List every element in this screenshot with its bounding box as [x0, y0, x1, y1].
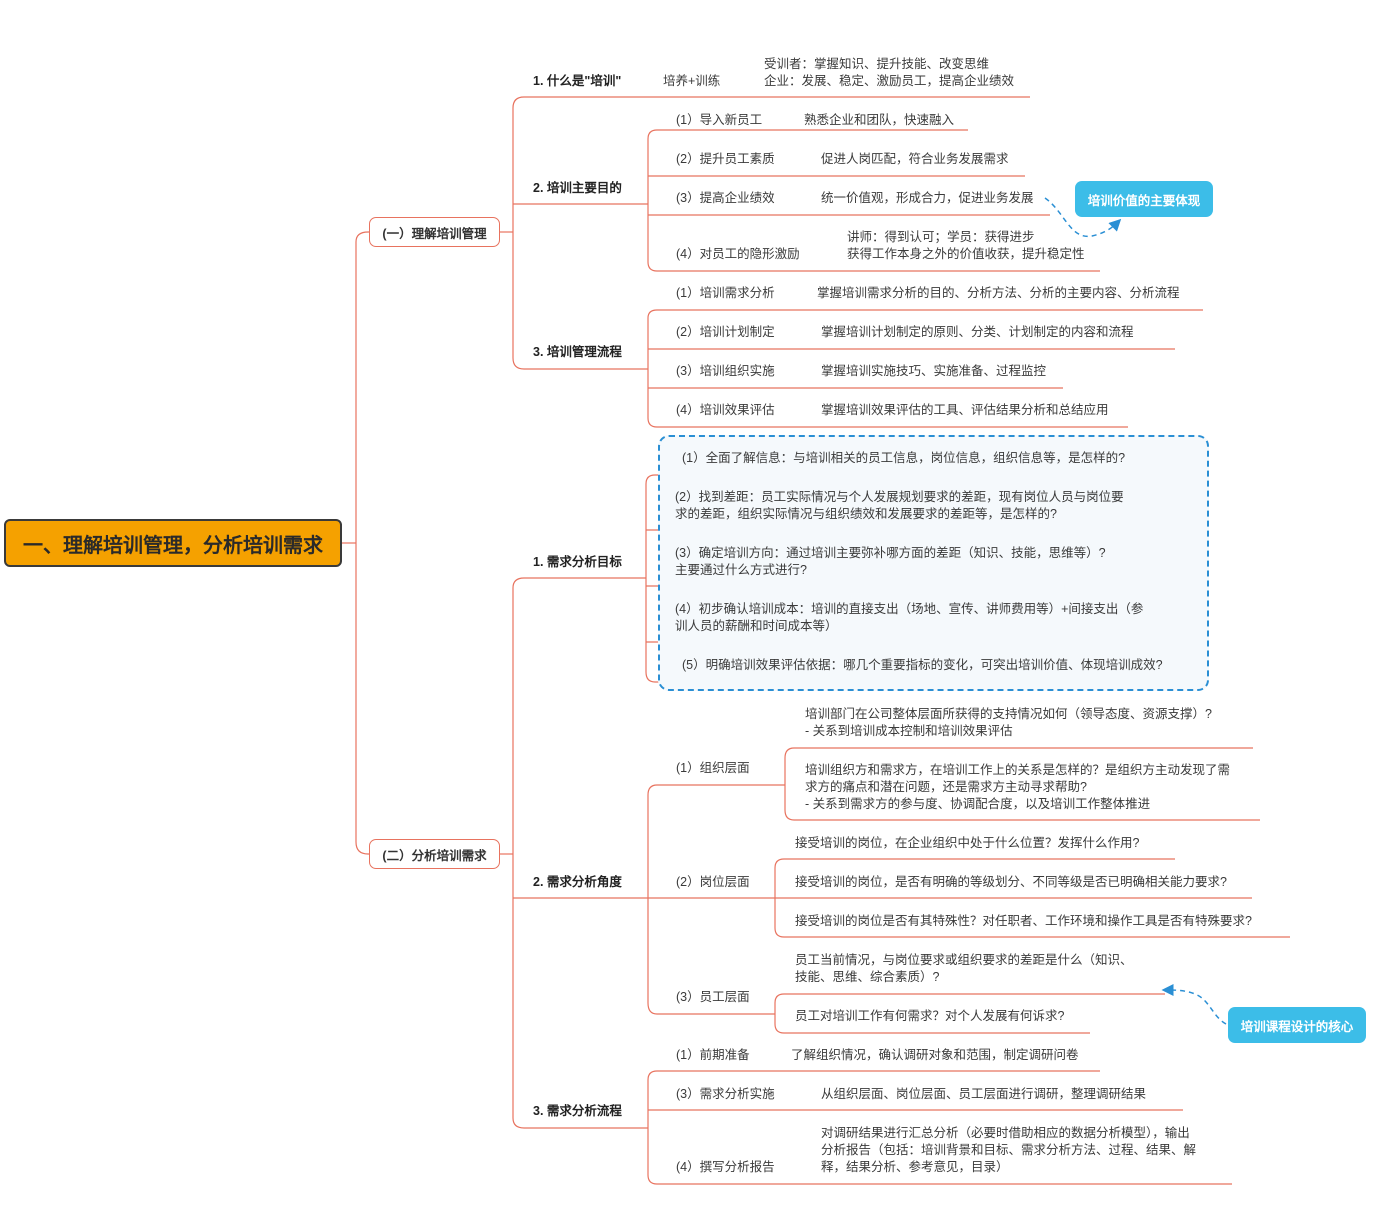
flow-item-detail[interactable]: 对调研结果进行汇总分析（必要时借助相应的数据分析模型），输出 分析报告（包括：培…: [821, 1126, 1197, 1174]
purpose-item-label[interactable]: (1）导入新员工: [676, 113, 763, 127]
goals-highlight-box: [658, 435, 1209, 691]
staff-level-item[interactable]: 员工当前情况，与岗位要求或组织要求的差距是什么（知识、 技能、思维、综合素质）?: [795, 953, 1133, 984]
post-level-item[interactable]: 接受培训的岗位是否有其特殊性？对任职者、工作环境和操作工具是否有特殊要求?: [795, 914, 1252, 928]
purpose-item-detail[interactable]: 讲师：得到认可；学员：获得进步 获得工作本身之外的价值收获，提升稳定性: [847, 230, 1085, 261]
process-item-label[interactable]: (4）培训效果评估: [676, 403, 775, 417]
callout-course-design-core[interactable]: 培训课程设计的核心: [1228, 1007, 1366, 1043]
staff-level-item[interactable]: 员工对培训工作有何需求？对个人发展有何诉求?: [795, 1009, 1065, 1023]
process-item-detail[interactable]: 掌握培训需求分析的目的、分析方法、分析的主要内容、分析流程: [817, 286, 1180, 300]
flow-item-label[interactable]: (4）撰写分析报告: [676, 1160, 775, 1174]
flow-item-label[interactable]: (1）前期准备: [676, 1048, 750, 1062]
post-level-item[interactable]: 接受培训的岗位，是否有明确的等级划分、不同等级是否已明确相关能力要求?: [795, 875, 1227, 889]
purpose-item-label[interactable]: (3）提高企业绩效: [676, 191, 775, 205]
angle-post-level[interactable]: (2）岗位层面: [676, 875, 750, 889]
post-level-item[interactable]: 接受培训的岗位，在企业组织中处于什么位置？发挥什么作用?: [795, 836, 1140, 850]
purpose-item-detail[interactable]: 促进人岗匹配，符合业务发展需求: [821, 152, 1009, 166]
goal-item[interactable]: (4）初步确认培训成本：培训的直接支出（场地、宣传、讲师费用等）+间接支出（参 …: [675, 602, 1144, 633]
purpose-item-label[interactable]: (2）提升员工素质: [676, 152, 775, 166]
root-topic[interactable]: 一、理解培训管理，分析培训需求: [4, 519, 342, 567]
process-item-label[interactable]: (2）培训计划制定: [676, 325, 775, 339]
process-item-detail[interactable]: 掌握培训实施技巧、实施准备、过程监控: [821, 364, 1047, 378]
process-item-label[interactable]: (3）培训组织实施: [676, 364, 775, 378]
process-item-detail[interactable]: 掌握培训效果评估的工具、评估结果分析和总结应用: [821, 403, 1109, 417]
angle-org-level[interactable]: (1）组织层面: [676, 761, 750, 775]
process-item-detail[interactable]: 掌握培训计划制定的原则、分类、计划制定的内容和流程: [821, 325, 1134, 339]
topic-what-sub[interactable]: 培养+训练: [663, 74, 721, 88]
org-level-item[interactable]: 培训部门在公司整体层面所获得的支持情况如何（领导态度、资源支撑）? - 关系到培…: [805, 707, 1212, 738]
flow-item-detail[interactable]: 了解组织情况，确认调研对象和范围，制定调研问卷: [791, 1048, 1079, 1062]
topic-analysis-flow[interactable]: 3. 需求分析流程: [533, 1104, 622, 1118]
topic-purpose[interactable]: 2. 培训主要目的: [533, 181, 622, 195]
topic-what-detail[interactable]: 受训者：掌握知识、提升技能、改变思维 企业：发展、稳定、激励员工，提高企业绩效: [764, 57, 1015, 88]
section-analyze-needs[interactable]: (二）分析培训需求: [369, 839, 500, 869]
angle-staff-level[interactable]: (3）员工层面: [676, 990, 750, 1004]
callout-training-value[interactable]: 培训价值的主要体现: [1075, 181, 1213, 217]
topic-what-is-training[interactable]: 1. 什么是"培训": [533, 74, 622, 88]
flow-item-detail[interactable]: 从组织层面、岗位层面、员工层面进行调研，整理调研结果: [821, 1087, 1147, 1101]
goal-item[interactable]: (2）找到差距：员工实际情况与个人发展规划要求的差距，现有岗位人员与岗位要 求的…: [675, 490, 1124, 521]
org-level-item[interactable]: 培训组织方和需求方，在培训工作上的关系是怎样的？是组织方主动发现了需 求方的痛点…: [805, 763, 1231, 811]
section-understand-training[interactable]: (一）理解培训管理: [369, 217, 500, 247]
goal-item[interactable]: (5）明确培训效果评估依据：哪几个重要指标的变化，可突出培训价值、体现培训成效?: [682, 658, 1163, 672]
process-item-label[interactable]: (1）培训需求分析: [676, 286, 775, 300]
topic-analysis-angles[interactable]: 2. 需求分析角度: [533, 875, 622, 889]
goal-item[interactable]: (1）全面了解信息：与培训相关的员工信息，岗位信息，组织信息等，是怎样的?: [682, 451, 1126, 465]
purpose-item-detail[interactable]: 统一价值观，形成合力，促进业务发展: [821, 191, 1034, 205]
purpose-item-detail[interactable]: 熟悉企业和团队，快速融入: [804, 113, 955, 127]
purpose-item-label[interactable]: (4）对员工的隐形激励: [676, 247, 800, 261]
topic-management-process[interactable]: 3. 培训管理流程: [533, 345, 622, 359]
goal-item[interactable]: (3）确定培训方向：通过培训主要弥补哪方面的差距（知识、技能，思维等）? 主要通…: [675, 546, 1106, 577]
topic-analysis-goals[interactable]: 1. 需求分析目标: [533, 555, 622, 569]
flow-item-label[interactable]: (3）需求分析实施: [676, 1087, 775, 1101]
